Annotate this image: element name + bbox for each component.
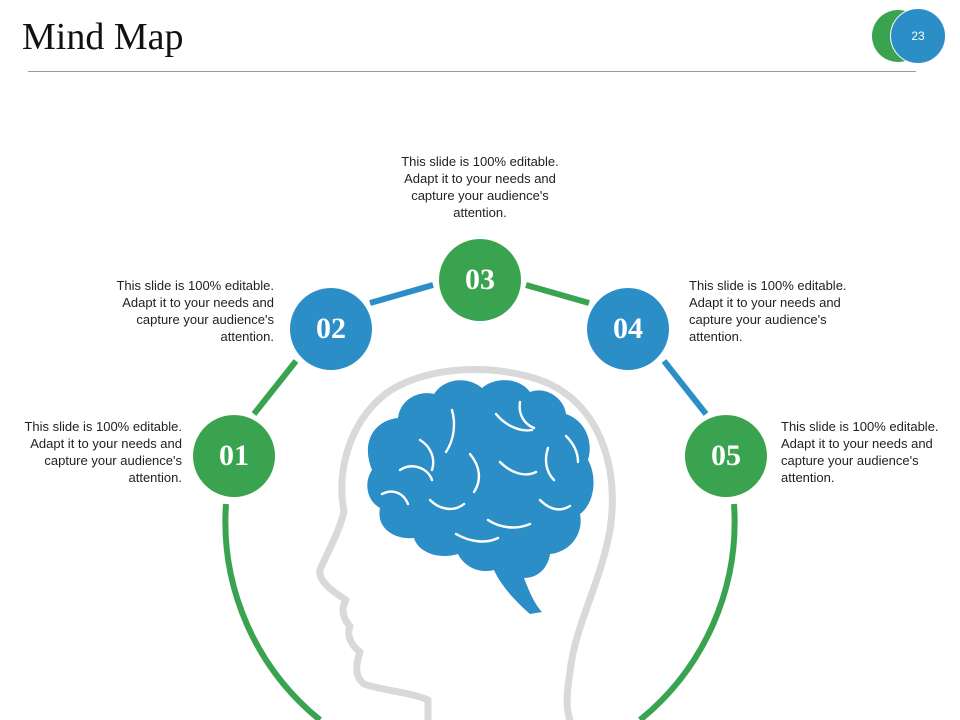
node-02: 02	[290, 288, 372, 370]
page-number: 23	[890, 8, 946, 64]
arc-right-upper	[661, 359, 709, 416]
arc-left-lower	[222, 503, 322, 720]
head-profile-icon	[316, 366, 616, 720]
node-05: 05	[685, 415, 767, 497]
node-03-text: This slide is 100% editable. Adapt it to…	[401, 154, 559, 220]
node-03: 03	[439, 239, 521, 321]
node-02-text: This slide is 100% editable. Adapt it to…	[116, 278, 274, 344]
slide-title: Mind Map	[22, 16, 184, 58]
node-01-text: This slide is 100% editable. Adapt it to…	[24, 419, 182, 485]
node-04-text: This slide is 100% editable. Adapt it to…	[689, 278, 847, 344]
node-01: 01	[193, 415, 275, 497]
arc-right-lower	[638, 503, 738, 720]
brain-icon	[367, 380, 594, 614]
arc-left-upper	[251, 359, 299, 416]
node-05-text: This slide is 100% editable. Adapt it to…	[781, 419, 939, 485]
arc-top-left	[369, 282, 434, 306]
node-04: 04	[587, 288, 669, 370]
page-number-badge: 23	[870, 8, 950, 66]
arc-top-right	[525, 282, 590, 306]
title-divider	[28, 71, 916, 72]
